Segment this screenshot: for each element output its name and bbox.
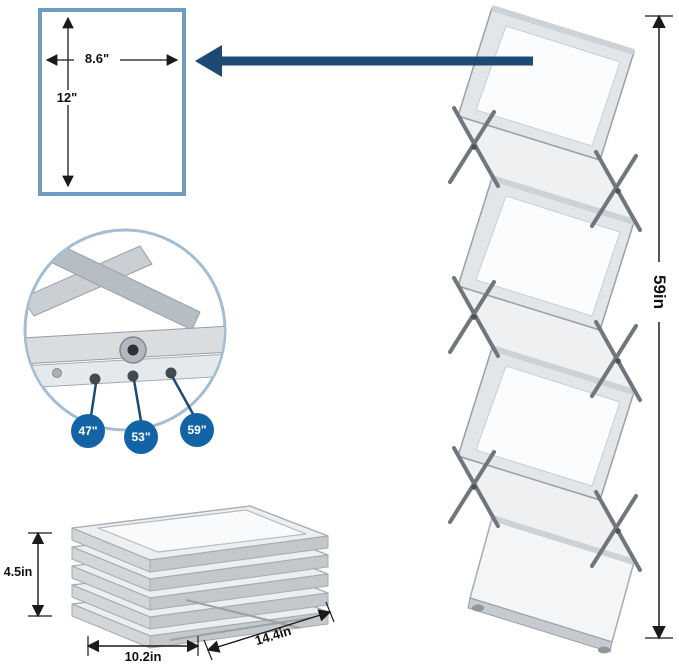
folded-width-dimension — [86, 636, 200, 656]
adjustment-hole — [127, 370, 139, 382]
stand-height-label: 59in — [648, 262, 670, 322]
height-badge-59: 59" — [180, 413, 214, 447]
detail-zoom-circle — [23, 228, 227, 432]
height-badge-53: 53" — [124, 420, 158, 454]
display-stand-illustration — [448, 5, 642, 654]
adjustment-hole — [89, 373, 101, 385]
adjustment-hole — [165, 367, 177, 379]
folded-height-label: 4.5in — [3, 565, 33, 579]
stand-height-dimension — [645, 14, 673, 640]
paper-height-label: 12" — [52, 90, 82, 105]
mechanism-illustration — [26, 239, 224, 389]
badge-connector-lines — [89, 375, 195, 422]
folded-width-label: 10.2in — [124, 649, 162, 664]
folded-depth-dimension — [203, 601, 335, 661]
brace-pivots — [471, 144, 621, 534]
paper-width-label: 8.6" — [74, 51, 120, 66]
callout-pointer-arrow — [195, 45, 533, 77]
height-badge-47: 47" — [71, 414, 105, 448]
folded-height-dimension — [28, 531, 52, 618]
